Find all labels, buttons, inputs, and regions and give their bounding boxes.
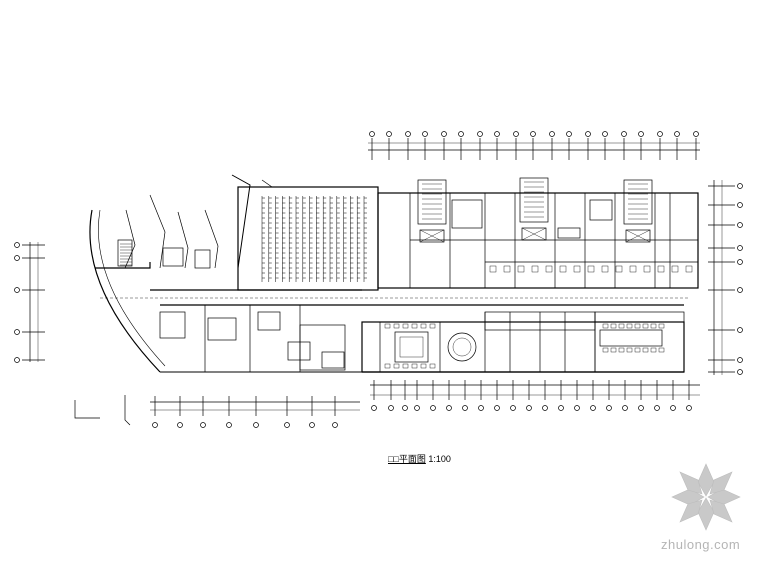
drawing-title: □□平面图 1:100 bbox=[388, 452, 451, 465]
bottom-dimension-chain bbox=[74, 380, 700, 428]
auditorium-seats bbox=[261, 196, 367, 282]
curved-west-facade bbox=[89, 209, 362, 373]
drawing-title-name: □□平面图 bbox=[388, 454, 426, 464]
lower-rooms bbox=[159, 305, 685, 373]
zhulong-flower-logo-icon bbox=[671, 463, 741, 531]
stair-cores bbox=[417, 177, 653, 243]
building-outline bbox=[95, 186, 699, 373]
drawing-title-scale: 1:100 bbox=[428, 454, 451, 464]
top-dimension-chain bbox=[368, 131, 700, 160]
left-dimension-chain bbox=[14, 242, 45, 363]
angled-rooms bbox=[117, 174, 273, 269]
right-dimension-chain bbox=[708, 180, 743, 375]
watermark-text: zhulong.com bbox=[661, 537, 741, 552]
upper-rooms bbox=[409, 193, 698, 288]
